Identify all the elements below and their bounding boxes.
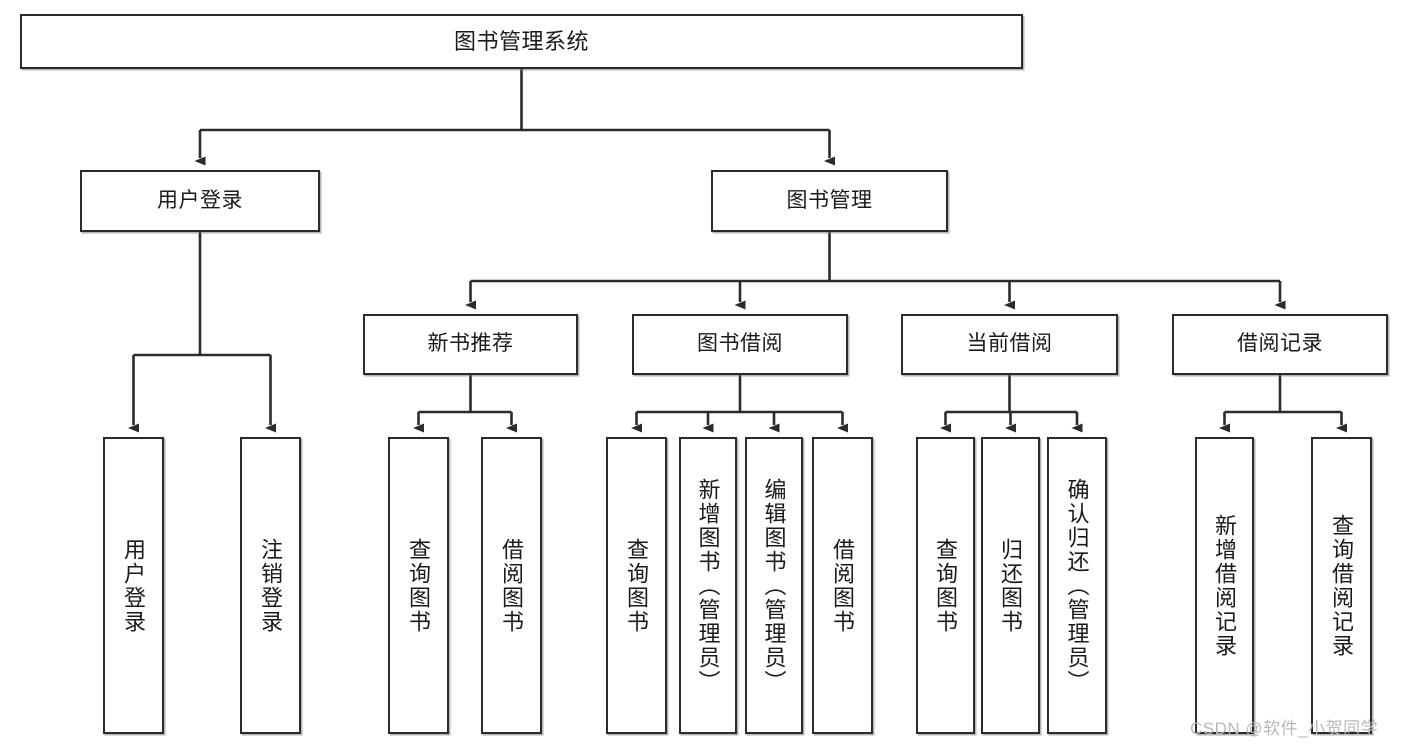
watermark-text: CSDN @软件_小贺同学 bbox=[1190, 719, 1379, 738]
node-leaf-add-borrow-record[interactable]: 新增借阅记录 bbox=[1195, 437, 1254, 734]
node-label: 确认归还（管理员） bbox=[1064, 477, 1090, 694]
node-label: 借阅图书 bbox=[830, 537, 856, 634]
node-label: 图书借阅 bbox=[697, 332, 783, 356]
node-label: 用户登录 bbox=[157, 188, 243, 212]
node-label: 图书管理系统 bbox=[453, 28, 589, 54]
node-label: 新书推荐 bbox=[427, 332, 514, 356]
node-leaf-user-logout[interactable]: 注销登录 bbox=[240, 437, 301, 734]
node-label: 借阅图书 bbox=[499, 537, 525, 634]
node-label: 新增图书（管理员） bbox=[695, 477, 721, 694]
node-leaf-add-book[interactable]: 新增图书（管理员） bbox=[679, 437, 737, 734]
node-leaf-query-borrow-record[interactable]: 查询借阅记录 bbox=[1311, 437, 1372, 734]
node-book-manage[interactable]: 图书管理 bbox=[711, 170, 948, 232]
node-label: 编辑图书（管理员） bbox=[761, 477, 787, 694]
node-user-login[interactable]: 用户登录 bbox=[80, 170, 320, 232]
node-leaf-query-book[interactable]: 查询图书 bbox=[606, 437, 667, 734]
node-borrow-record[interactable]: 借阅记录 bbox=[1172, 314, 1388, 375]
node-label: 图书管理 bbox=[786, 188, 873, 212]
node-label: 归还图书 bbox=[998, 537, 1024, 634]
node-leaf-query-book-recommend[interactable]: 查询图书 bbox=[388, 437, 449, 734]
node-leaf-borrow-book-recommend[interactable]: 借阅图书 bbox=[481, 437, 542, 734]
node-label: 查询图书 bbox=[933, 537, 959, 634]
node-label: 查询图书 bbox=[624, 537, 650, 634]
node-leaf-borrow-book[interactable]: 借阅图书 bbox=[812, 437, 873, 734]
node-label: 借阅记录 bbox=[1237, 332, 1323, 356]
node-label: 查询借阅记录 bbox=[1329, 513, 1355, 658]
node-leaf-query-book-current[interactable]: 查询图书 bbox=[916, 437, 975, 734]
node-leaf-edit-book[interactable]: 编辑图书（管理员） bbox=[745, 437, 803, 734]
node-new-book-recommend[interactable]: 新书推荐 bbox=[363, 314, 578, 375]
node-current-borrow[interactable]: 当前借阅 bbox=[901, 314, 1118, 375]
node-label: 用户登录 bbox=[121, 537, 147, 634]
node-leaf-confirm-return[interactable]: 确认归还（管理员） bbox=[1047, 437, 1107, 734]
node-root[interactable]: 图书管理系统 bbox=[20, 14, 1023, 69]
node-label: 当前借阅 bbox=[966, 332, 1053, 356]
node-label: 新增借阅记录 bbox=[1212, 513, 1238, 658]
node-label: 查询图书 bbox=[406, 537, 432, 634]
connector-lines bbox=[128, 69, 1347, 433]
node-leaf-return-book[interactable]: 归还图书 bbox=[981, 437, 1040, 734]
node-label: 注销登录 bbox=[258, 537, 284, 634]
node-leaf-user-login[interactable]: 用户登录 bbox=[103, 437, 164, 734]
node-book-borrow[interactable]: 图书借阅 bbox=[632, 314, 848, 375]
